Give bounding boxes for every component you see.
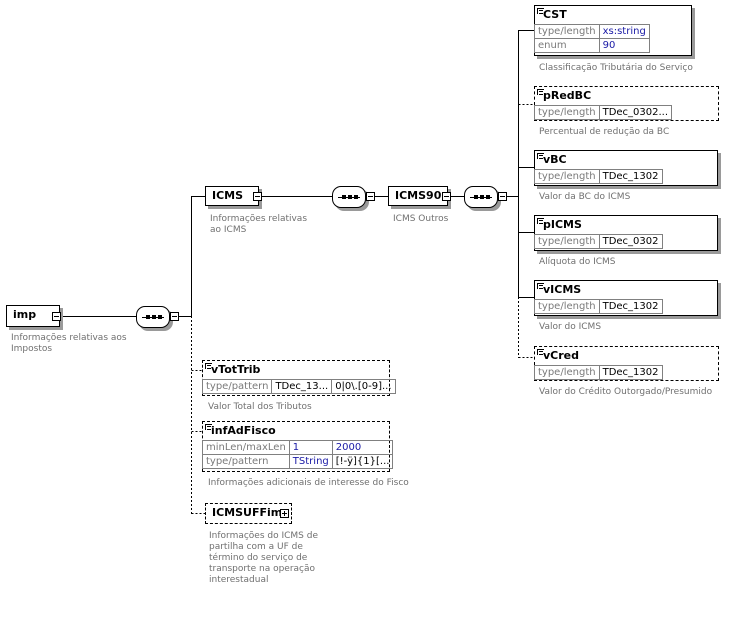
- attribute-ticks-icon: [205, 424, 212, 430]
- cst-label: CST: [543, 8, 567, 21]
- vicms-description: Valor do ICMS: [539, 322, 602, 332]
- infadfisco-description: Informações adicionais de interesse do F…: [208, 478, 409, 488]
- sequence-2-collapse-icon[interactable]: [366, 192, 375, 201]
- icms90-description: ICMS Outros: [393, 214, 449, 224]
- vtottrib-label: vTotTrib: [211, 363, 261, 376]
- attribute-ticks-icon: [537, 8, 544, 14]
- imp-label: imp: [13, 308, 37, 321]
- icmsuffim-description: Informações do ICMS de partilha com a UF…: [209, 531, 319, 585]
- icmsuffim-expand-icon[interactable]: [280, 509, 289, 518]
- picms-label: pICMS: [543, 218, 582, 231]
- attribute-ticks-icon: [537, 153, 544, 159]
- vcred-label: vCred: [543, 349, 580, 362]
- vbc-label: vBC: [543, 153, 567, 166]
- cst-description: Classificação Tributária do Serviço: [539, 63, 693, 73]
- attribute-ticks-icon: [537, 218, 544, 224]
- sequence-compositor-icon-2: [332, 186, 366, 208]
- imp-element[interactable]: imp: [6, 305, 60, 327]
- vtottrib-element[interactable]: vTotTrib type/pattern TDec_13... 0|0\.[0…: [201, 360, 396, 396]
- icms90-element[interactable]: ICMS90: [388, 186, 448, 206]
- picms-description: Alíquota do ICMS: [539, 257, 616, 267]
- attribute-ticks-icon: [537, 349, 544, 355]
- imp-collapse-icon[interactable]: [52, 312, 61, 321]
- vbc-description: Valor da BC do ICMS: [539, 192, 631, 202]
- sequence-3-collapse-icon[interactable]: [498, 192, 507, 201]
- imp-description: Informações relativas aos Impostos: [11, 333, 127, 354]
- infadfisco-attributes: minLen/maxLen 1 2000 type/pattern TStrin…: [202, 440, 394, 469]
- attribute-ticks-icon: [537, 283, 544, 289]
- infadfisco-element[interactable]: infAdFisco minLen/maxLen 1 2000 type/pat…: [202, 421, 394, 472]
- icms-label: ICMS: [212, 189, 244, 202]
- icms-description: Informações relativas ao ICMS: [210, 214, 308, 235]
- vicms-label: vICMS: [543, 283, 582, 296]
- icms90-label: ICMS90: [395, 189, 442, 202]
- vtottrib-description: Valor Total dos Tributos: [208, 402, 312, 412]
- attribute-ticks-icon: [537, 89, 544, 95]
- icmsuffim-element[interactable]: ICMSUFFim: [205, 503, 292, 524]
- sequence-compositor-icon-3: [464, 186, 498, 208]
- attribute-ticks-icon: [205, 363, 212, 369]
- icms-element[interactable]: ICMS: [205, 186, 259, 206]
- sequence-compositor-icon: [136, 306, 170, 328]
- vtottrib-attributes: type/pattern TDec_13... 0|0\.[0-9]...: [201, 379, 396, 394]
- icms-collapse-icon[interactable]: [253, 192, 262, 201]
- icms90-collapse-icon[interactable]: [442, 192, 451, 201]
- vcred-description: Valor do Crédito Outorgado/Presumido: [539, 387, 713, 397]
- predbc-label: pRedBC: [543, 89, 592, 102]
- sequence-collapse-icon[interactable]: [170, 312, 179, 321]
- icmsuffim-label: ICMSUFFim: [212, 506, 283, 519]
- predbc-description: Percentual de redução da BC: [539, 127, 670, 137]
- infadfisco-label: infAdFisco: [211, 424, 276, 437]
